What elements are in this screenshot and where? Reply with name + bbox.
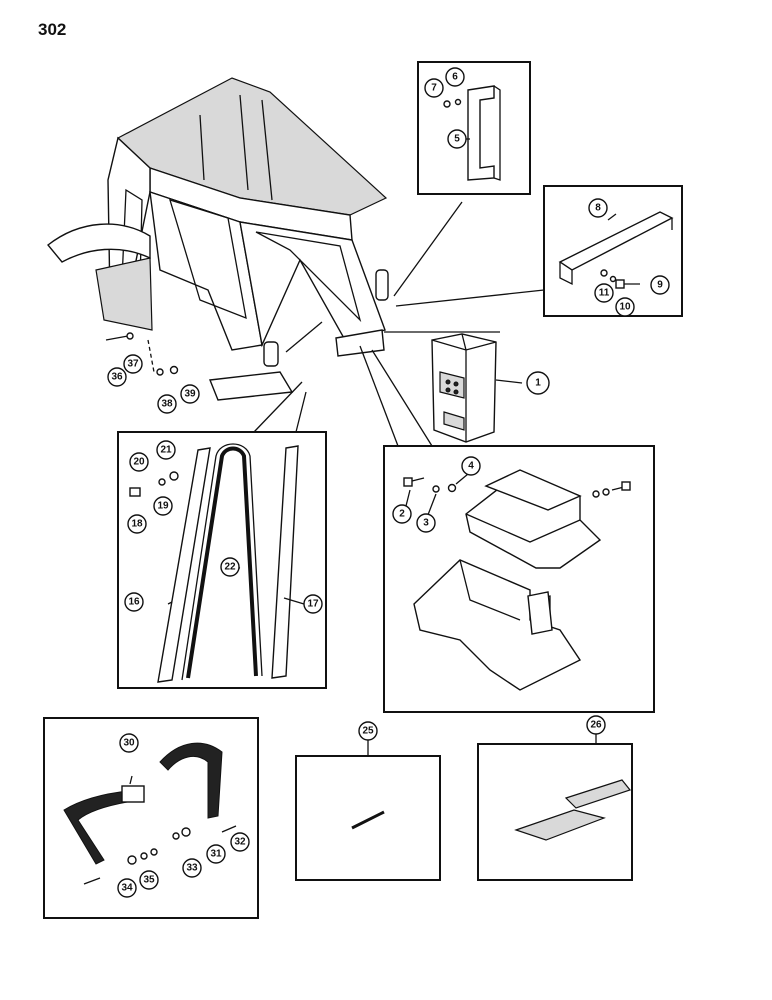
svg-text:9: 9: [657, 280, 663, 291]
svg-text:20: 20: [133, 457, 145, 468]
callout-5: 5: [447, 129, 467, 149]
detail-box-door-seals: [117, 431, 327, 689]
leader-lines: [253, 201, 545, 447]
callout-30: 30: [119, 733, 139, 753]
svg-text:30: 30: [123, 738, 135, 749]
callout-19: 19: [153, 496, 173, 516]
svg-text:3: 3: [423, 518, 429, 529]
svg-text:31: 31: [210, 849, 222, 860]
callout-36: 36: [107, 367, 127, 387]
callout-7: 7: [424, 78, 444, 98]
callout-2: 2: [392, 504, 412, 524]
svg-text:5: 5: [454, 134, 460, 145]
callout-21: 21: [156, 440, 176, 460]
svg-text:19: 19: [157, 501, 169, 512]
svg-text:39: 39: [184, 389, 196, 400]
detail-box-step-plate: [543, 185, 683, 317]
callout-26: 26: [586, 715, 606, 735]
callout-37: 37: [123, 354, 143, 374]
svg-text:32: 32: [234, 837, 246, 848]
svg-text:36: 36: [111, 372, 123, 383]
svg-text:11: 11: [599, 288, 610, 299]
svg-text:8: 8: [595, 203, 601, 214]
callout-8: 8: [588, 198, 608, 218]
svg-text:1: 1: [535, 378, 541, 389]
detail-box-grab-handle: [417, 61, 531, 195]
page-number: 302: [38, 20, 67, 39]
svg-text:10: 10: [619, 302, 631, 313]
callout-33: 33: [182, 858, 202, 878]
detail-box-cab-mount: [383, 445, 655, 713]
svg-text:17: 17: [307, 599, 319, 610]
callout-20: 20: [129, 452, 149, 472]
callout-35: 35: [139, 870, 159, 890]
svg-text:37: 37: [127, 359, 139, 370]
cab-assembly: [47, 77, 389, 401]
callout-6: 6: [445, 67, 465, 87]
callout-16: 16: [124, 592, 144, 612]
detail-box-seat-belt: [43, 717, 259, 919]
callout-39: 39: [180, 384, 200, 404]
svg-text:16: 16: [128, 597, 140, 608]
callout-32: 32: [230, 832, 250, 852]
callout-4: 4: [461, 456, 481, 476]
svg-text:22: 22: [224, 562, 236, 573]
svg-text:4: 4: [468, 461, 474, 472]
svg-text:6: 6: [452, 72, 458, 83]
callout-18: 18: [127, 514, 147, 534]
svg-text:26: 26: [590, 720, 602, 731]
callout-31: 31: [206, 844, 226, 864]
svg-text:2: 2: [399, 509, 405, 520]
svg-text:18: 18: [131, 519, 143, 530]
svg-text:33: 33: [186, 863, 198, 874]
callout-10: 10: [615, 297, 635, 317]
svg-text:21: 21: [160, 445, 172, 456]
callout-22: 22: [220, 557, 240, 577]
svg-text:25: 25: [362, 726, 374, 737]
detail-box-pads: [477, 732, 633, 881]
svg-text:34: 34: [121, 883, 133, 894]
callout-9: 9: [650, 275, 670, 295]
callout-25: 25: [358, 721, 378, 741]
storage-box: [431, 333, 523, 443]
callout-3: 3: [416, 513, 436, 533]
svg-text:7: 7: [431, 83, 437, 94]
callout-38: 38: [157, 394, 177, 414]
svg-text:35: 35: [143, 875, 155, 886]
callout-34: 34: [117, 878, 137, 898]
svg-text:38: 38: [161, 399, 173, 410]
callout-11: 11: [594, 283, 614, 303]
callout-1: 1: [526, 371, 550, 395]
detail-box-pin: [295, 740, 441, 881]
callout-17: 17: [303, 594, 323, 614]
